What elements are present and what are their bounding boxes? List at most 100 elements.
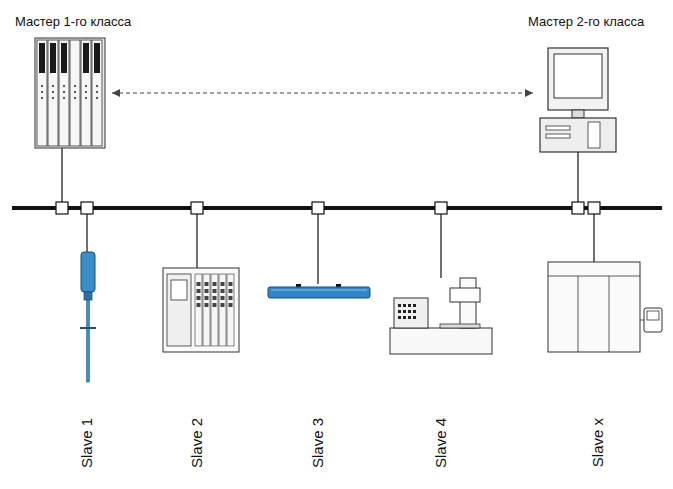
slave-device: Slave x xyxy=(548,262,662,352)
io-illustration xyxy=(163,268,239,352)
bus-connector xyxy=(56,202,68,214)
master-plc: Мастер 1-го класса xyxy=(35,38,105,148)
key xyxy=(413,304,416,307)
io-terminal xyxy=(229,289,233,293)
key xyxy=(413,310,416,313)
rack xyxy=(35,38,105,148)
slave-device: Slave 2 xyxy=(163,268,239,352)
led xyxy=(52,85,54,87)
module xyxy=(70,40,80,146)
led xyxy=(63,97,65,99)
io-slice xyxy=(203,274,210,346)
drop-wires xyxy=(62,148,594,284)
machine-head xyxy=(450,288,480,302)
sensor-rod xyxy=(87,300,90,382)
module xyxy=(37,40,47,146)
bar-highlight xyxy=(271,290,367,291)
io-slice xyxy=(195,274,202,346)
key xyxy=(408,310,411,313)
led xyxy=(85,85,87,87)
bus-connector xyxy=(588,202,600,214)
io-terminal xyxy=(197,289,201,293)
led xyxy=(52,91,54,93)
led xyxy=(96,91,98,93)
machine-base xyxy=(390,328,492,354)
machine-illustration xyxy=(390,278,492,354)
io-terminal xyxy=(205,289,209,293)
led xyxy=(74,91,76,93)
drive-slot xyxy=(546,134,570,138)
key xyxy=(398,310,401,313)
bus-connector xyxy=(435,202,447,214)
drop-wire xyxy=(440,214,441,278)
io-terminal xyxy=(221,303,225,307)
bus-connector xyxy=(572,202,584,214)
monitor xyxy=(548,48,608,110)
device-label: Мастер 2-го класса xyxy=(528,14,644,30)
led xyxy=(74,97,76,99)
operator-panel xyxy=(644,308,662,332)
io-terminal xyxy=(205,282,209,286)
slave-device: Slave 4 xyxy=(390,278,492,354)
io-terminal xyxy=(221,282,225,286)
device-label: Slave 4 xyxy=(432,418,450,468)
led xyxy=(96,85,98,87)
module-top xyxy=(83,43,89,73)
panel-cable xyxy=(640,320,644,321)
cabinet-line xyxy=(609,276,610,352)
io-terminal xyxy=(213,282,217,286)
module xyxy=(92,40,102,146)
led xyxy=(41,91,43,93)
bus-connectors xyxy=(56,202,600,214)
panel-screen xyxy=(647,311,659,320)
cabinet-line xyxy=(548,276,640,277)
led xyxy=(63,85,65,87)
key xyxy=(408,304,411,307)
module xyxy=(59,40,69,146)
drive-slot xyxy=(546,126,570,130)
led xyxy=(85,97,87,99)
drop-wire xyxy=(593,214,594,262)
drop-wire xyxy=(61,148,62,202)
slave-device: Slave 3 xyxy=(268,284,370,300)
led xyxy=(96,97,98,99)
io-slice xyxy=(211,274,218,346)
key xyxy=(398,304,401,307)
led xyxy=(41,97,43,99)
device-label: Slave 1 xyxy=(78,418,96,468)
io-terminal xyxy=(205,303,209,307)
io-terminal xyxy=(213,296,217,300)
io-terminal xyxy=(213,289,217,293)
module-top xyxy=(50,43,56,73)
bus-line xyxy=(12,206,662,210)
key xyxy=(403,310,406,313)
key xyxy=(408,316,411,319)
io-terminal xyxy=(197,303,201,307)
led xyxy=(52,97,54,99)
slave-device: Slave 1 xyxy=(78,252,98,382)
module xyxy=(81,40,91,146)
plc-illustration xyxy=(35,38,105,148)
cabinet-body xyxy=(548,262,640,352)
io-slice xyxy=(227,274,234,346)
io-terminal xyxy=(229,296,233,300)
io-terminal xyxy=(213,303,217,307)
device-label: Slave x xyxy=(589,418,607,467)
io-module xyxy=(167,274,191,346)
bus-connector xyxy=(312,202,324,214)
cabinet-illustration xyxy=(548,262,662,352)
cabinet-line xyxy=(578,276,579,352)
bus-connector xyxy=(81,202,93,214)
base-unit xyxy=(540,118,616,152)
led xyxy=(74,85,76,87)
io-terminal xyxy=(229,282,233,286)
key xyxy=(413,316,416,319)
key xyxy=(398,316,401,319)
dashed-connector xyxy=(112,92,533,93)
drive-bay xyxy=(588,122,600,148)
io-slice xyxy=(219,274,226,346)
module xyxy=(48,40,58,146)
stand xyxy=(572,110,584,118)
module-top xyxy=(61,43,67,73)
module-top xyxy=(94,43,100,73)
